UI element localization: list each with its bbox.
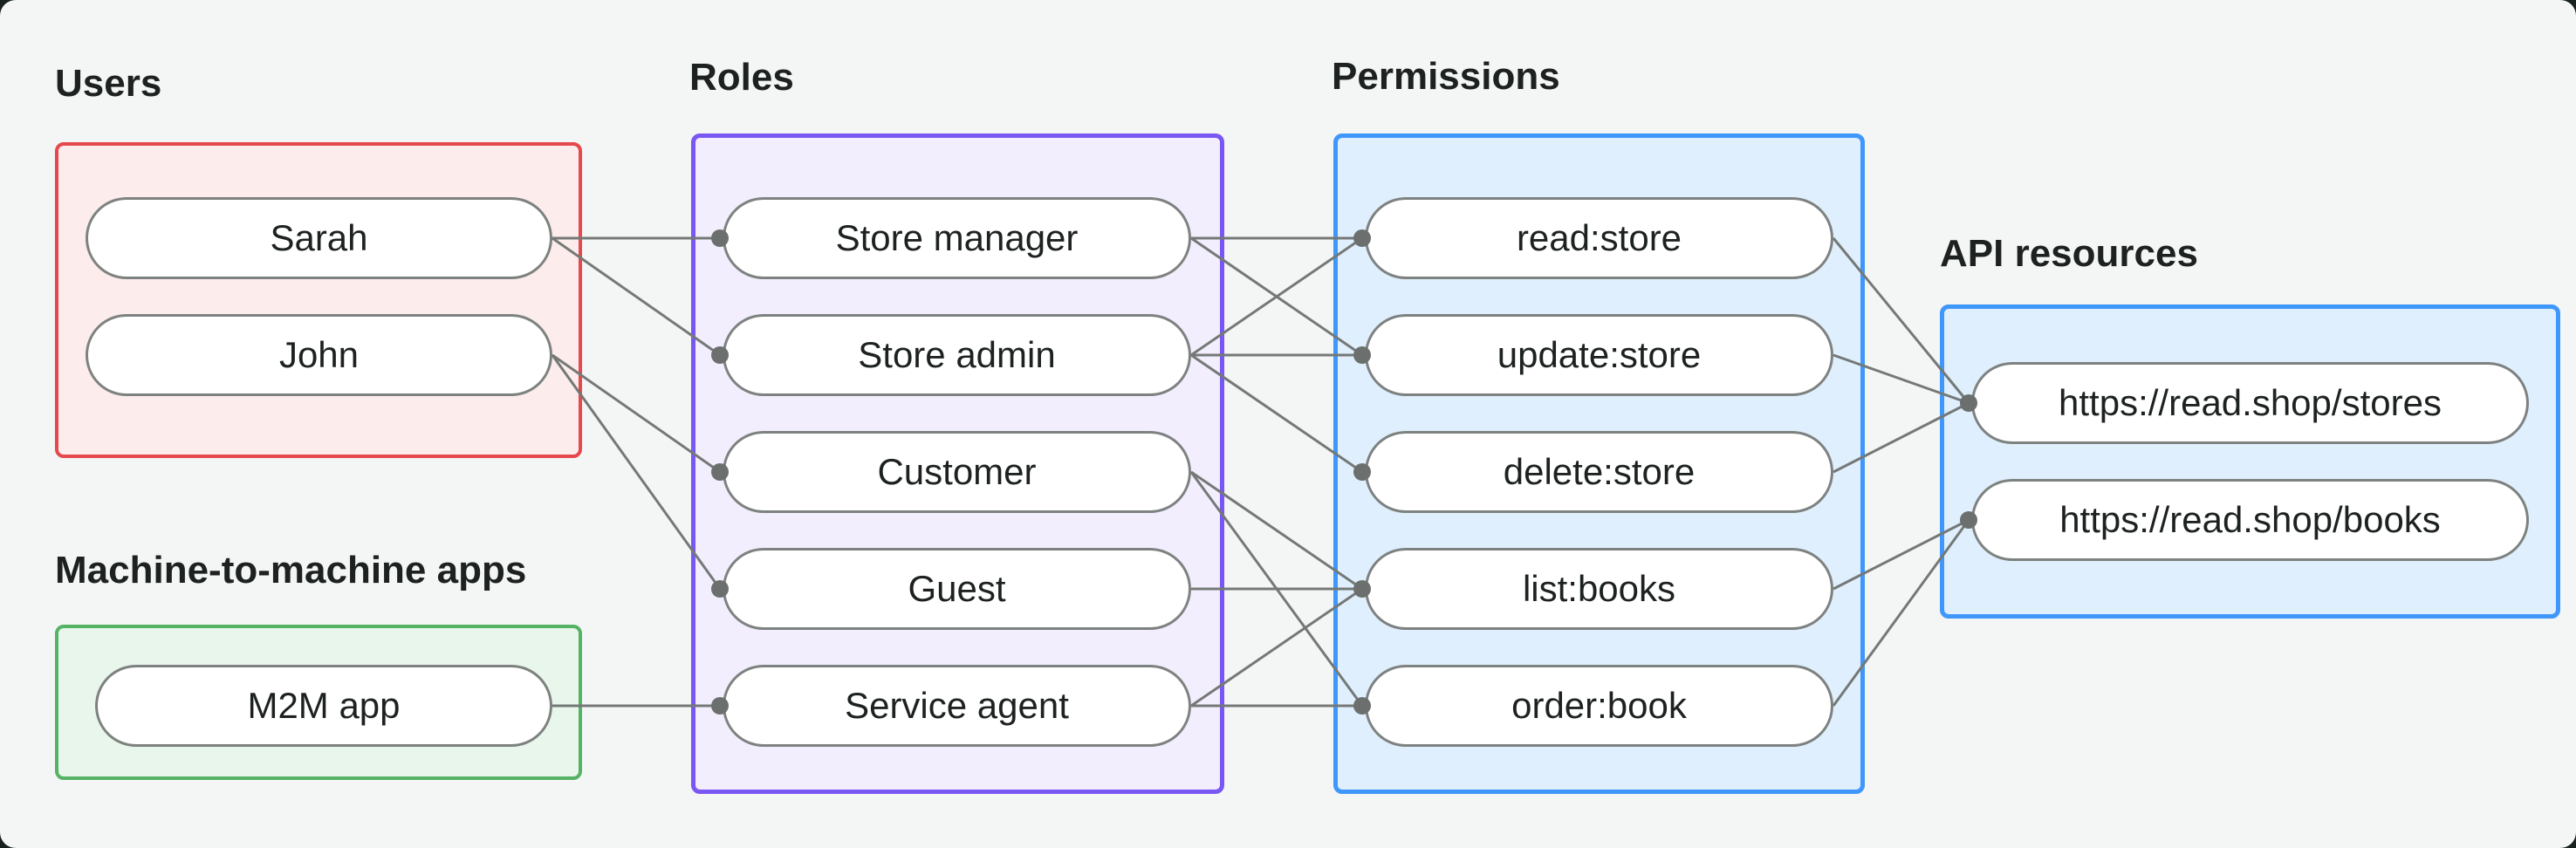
node-guest: Guest bbox=[723, 548, 1191, 630]
group-box-users bbox=[55, 142, 582, 458]
group-label-roles: Roles bbox=[689, 56, 794, 99]
group-label-users: Users bbox=[55, 62, 162, 105]
group-label-api: API resources bbox=[1940, 232, 2198, 275]
node-sarah: Sarah bbox=[86, 197, 552, 279]
node-store_admin: Store admin bbox=[723, 314, 1191, 396]
group-label-m2m: Machine-to-machine apps bbox=[55, 549, 527, 592]
node-service_agent: Service agent bbox=[723, 665, 1191, 747]
node-john: John bbox=[86, 314, 552, 396]
node-books: https://read.shop/books bbox=[1971, 479, 2529, 561]
node-stores: https://read.shop/stores bbox=[1971, 362, 2529, 444]
group-box-api bbox=[1940, 304, 2560, 619]
node-read_store: read:store bbox=[1365, 197, 1833, 279]
node-store_manager: Store manager bbox=[723, 197, 1191, 279]
node-update_store: update:store bbox=[1365, 314, 1833, 396]
node-order_book: order:book bbox=[1365, 665, 1833, 747]
node-delete_store: delete:store bbox=[1365, 431, 1833, 513]
group-label-permissions: Permissions bbox=[1332, 55, 1560, 98]
node-customer: Customer bbox=[723, 431, 1191, 513]
node-list_books: list:books bbox=[1365, 548, 1833, 630]
node-m2m_app: M2M app bbox=[95, 665, 552, 747]
